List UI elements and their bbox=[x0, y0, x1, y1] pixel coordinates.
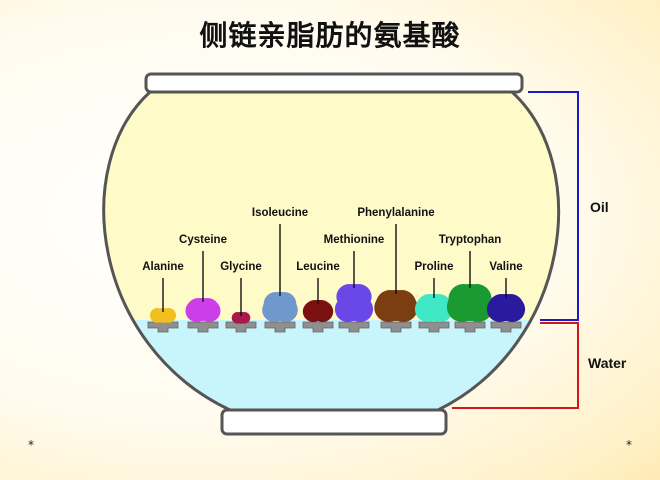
amino-acid-label: Proline bbox=[415, 261, 454, 273]
side-chain-blob bbox=[262, 292, 298, 322]
side-chain-blob bbox=[231, 312, 251, 324]
amino-acid-glycine: Glycine bbox=[220, 261, 262, 333]
amino-acid-label: Methionine bbox=[324, 234, 385, 246]
footnote-mark-left: * bbox=[28, 438, 34, 452]
oil-label: Oil bbox=[590, 199, 609, 215]
side-chain-blob bbox=[185, 298, 221, 322]
amino-acid-label: Isoleucine bbox=[252, 207, 308, 219]
water-label: Water bbox=[588, 355, 627, 371]
backbone-segment bbox=[418, 321, 450, 333]
amino-acid-label: Cysteine bbox=[179, 234, 227, 246]
backbone-segment bbox=[380, 321, 412, 333]
backbone-segment bbox=[302, 321, 334, 333]
bowl-top-rim bbox=[144, 72, 524, 94]
amino-acid-tryptophan: Tryptophan bbox=[439, 234, 502, 333]
amino-acid-phenylalanine: Phenylalanine bbox=[357, 207, 435, 333]
water-bracket bbox=[452, 322, 579, 409]
bowl-base bbox=[220, 408, 448, 436]
amino-acid-label: Tryptophan bbox=[439, 234, 502, 246]
backbone-segment bbox=[338, 321, 370, 333]
amino-acid-label: Glycine bbox=[220, 261, 262, 273]
side-chain-blob bbox=[486, 294, 526, 323]
oil-layer bbox=[103, 92, 559, 320]
amino-acid-alanine: Alanine bbox=[142, 261, 184, 333]
backbone-segment bbox=[264, 321, 296, 333]
side-chain-blob bbox=[414, 294, 454, 323]
backbone-segment bbox=[490, 321, 522, 333]
page-title: 侧链亲脂肪的氨基酸 bbox=[199, 19, 461, 52]
amino-acid-methionine: Methionine bbox=[324, 234, 385, 333]
side-chain-blob bbox=[302, 300, 334, 322]
side-chain-blob bbox=[150, 308, 177, 323]
backbone-segment bbox=[147, 321, 179, 333]
amino-acid-isoleucine: Isoleucine bbox=[252, 207, 308, 333]
amino-acid-label: Valine bbox=[489, 261, 522, 273]
oil-bracket bbox=[528, 91, 579, 321]
footnote-mark-right: * bbox=[626, 438, 632, 452]
amino-acid-valine: Valine bbox=[486, 261, 526, 333]
side-chain-blob bbox=[334, 284, 374, 323]
side-chain-blob bbox=[374, 290, 418, 323]
amino-acid-label: Phenylalanine bbox=[357, 207, 434, 219]
backbone-segment bbox=[187, 321, 219, 333]
side-chain-blob bbox=[446, 284, 494, 322]
backbone-segment bbox=[225, 321, 257, 333]
bowl-fill bbox=[103, 92, 559, 410]
amino-acid-leucine: Leucine bbox=[296, 261, 340, 333]
backbone-segment bbox=[454, 321, 486, 333]
amino-acid-label: Alanine bbox=[142, 261, 184, 273]
amino-acid-proline: Proline bbox=[414, 261, 454, 333]
bowl-outline bbox=[102, 90, 561, 412]
amino-acid-label: Leucine bbox=[296, 261, 339, 273]
amino-acid-cysteine: Cysteine bbox=[179, 234, 227, 333]
